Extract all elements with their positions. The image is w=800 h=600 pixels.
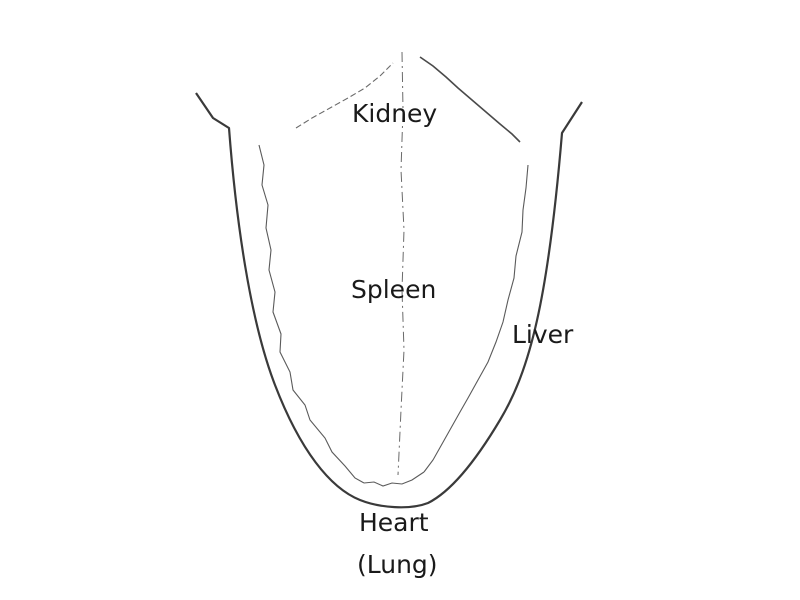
zone-line-top-right	[419, 56, 521, 143]
zone-line-left	[258, 144, 365, 484]
midline	[397, 51, 405, 476]
label-spleen: Spleen	[351, 275, 437, 304]
zone-line-right	[423, 164, 529, 473]
zone-line-top-left	[295, 62, 394, 129]
label-lung: (Lung)	[357, 550, 438, 579]
label-kidney: Kidney	[352, 99, 438, 128]
label-liver: Liver	[512, 320, 574, 349]
label-heart: Heart	[359, 508, 429, 537]
tongue-outer-contour	[195, 92, 583, 509]
zone-line-bottom	[363, 471, 425, 487]
